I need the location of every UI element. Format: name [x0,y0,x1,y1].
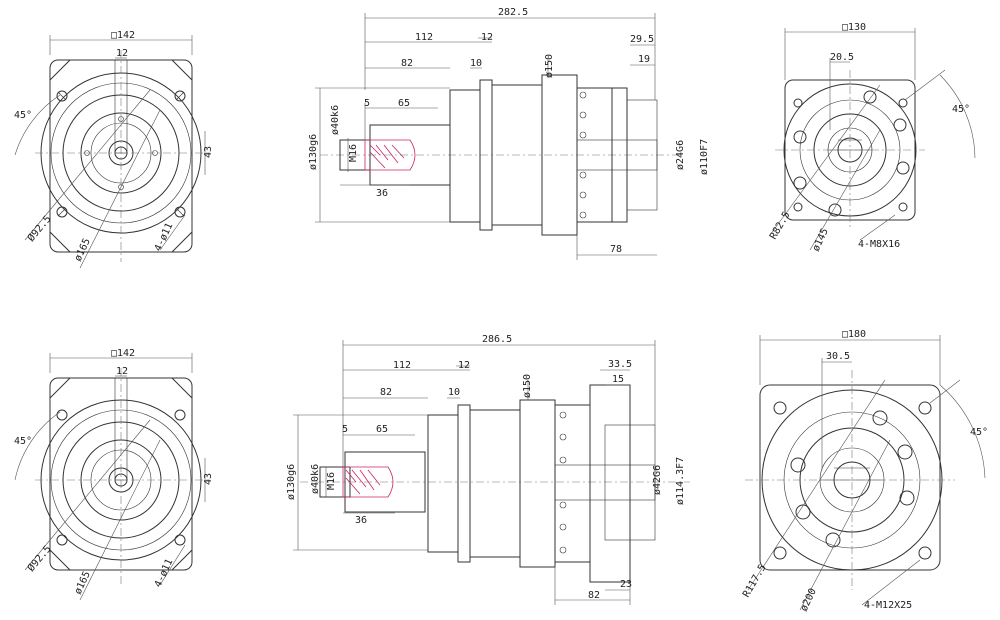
top-side-view: 282.5 112 12 82 10 5 65 36 ø150 ø130g6 ø… [308,7,710,260]
dim-12: 12 [481,32,493,43]
dim-key-width: 12 [116,48,128,59]
mounting-hole [898,202,908,212]
dim-key-width: 30.5 [826,351,850,362]
dim-square: □130 [842,22,866,33]
bottom-right-end-view: □180 30.5 45° R117.5 ø200 4-M12X25 [741,329,988,613]
dim-36: 36 [355,515,367,526]
top-right-end-view: □130 20.5 45° R82.5 ø145 4-M8X16 [768,22,976,253]
dim-spigot: ø130g6 [286,464,297,500]
mounting-hole [56,409,68,421]
dim-pilot: ø110F7 [699,139,710,175]
dim-5: 5 [342,424,348,435]
dim-10: 10 [470,58,482,69]
mounting-hole [56,534,68,546]
dim-key-width: 20.5 [830,52,854,63]
dim-29-5: 29.5 [630,34,654,45]
dim-bore: ø42G6 [652,465,663,495]
dim-112: 112 [415,32,433,43]
mounting-hole [793,98,803,108]
dim-82: 82 [380,387,392,398]
dim-thread: M16 [348,144,359,162]
dim-overall: 286.5 [482,334,512,345]
dim-pcd: R82.5 [768,210,793,242]
dim-19: 19 [638,54,650,65]
dim-holes: 4-M8X16 [858,239,900,250]
dim-overall: 282.5 [498,7,528,18]
mounting-hole [918,401,932,415]
dim-bore: ø24G6 [675,140,686,170]
dim-dia: ø145 [811,227,831,253]
dim-holes: 4-ø11 [153,557,176,589]
dim-5: 5 [364,98,370,109]
mounting-hole [174,90,186,102]
dim-square: □180 [842,329,866,340]
dim-shaft: ø40k6 [310,464,321,494]
dim-33-5: 33.5 [608,359,632,370]
dim-36: 36 [376,188,388,199]
dim-dia: ø200 [799,587,819,613]
mounting-hole [174,534,186,546]
dim-thread: M16 [326,472,337,490]
dim-flange-dia: ø165 [73,570,93,596]
bottom-side-view: 286.5 112 12 82 10 5 65 36 ø150 ø130g6 ø… [286,334,690,605]
dim-key-width: 12 [116,366,128,377]
mounting-hole [56,206,68,218]
mounting-hole [56,90,68,102]
dim-82b: 82 [588,590,600,601]
mounting-hole [898,98,908,108]
mounting-hole [773,546,787,560]
top-left-end-view: □142 12 43 45° Ø92.5 ø165 4-ø11 [14,30,214,269]
dim-10: 10 [448,387,460,398]
dim-shaft: ø40k6 [330,105,341,135]
dim-angle: 45° [14,110,32,121]
dim-15: 15 [612,374,624,385]
dim-angle: 45° [952,104,970,115]
dim-pcd: R117.5 [741,563,769,600]
dim-flange-150: ø150 [544,54,555,78]
dim-112: 112 [393,360,411,371]
dim-spigot: ø130g6 [308,134,319,170]
dim-pcd: Ø92.5 [25,213,54,244]
dim-82: 82 [401,58,413,69]
dim-angle: 45° [14,436,32,447]
dim-holes: 4-M12X25 [864,600,912,611]
dim-78: 78 [610,244,622,255]
dim-square: □142 [111,30,135,41]
dim-holes: 4-ø11 [153,221,176,253]
dim-23: 23 [620,579,632,590]
dim-square: □142 [111,348,135,359]
mounting-hole [918,546,932,560]
dim-12: 12 [458,360,470,371]
dim-pcd: Ø92.5 [25,543,54,574]
mounting-hole [773,401,787,415]
dim-height: 43 [203,146,214,158]
dim-65: 65 [376,424,388,435]
dim-angle: 45° [970,427,988,438]
dim-height: 43 [203,473,214,485]
dim-flange-dia: ø165 [73,237,93,263]
bottom-left-end-view: □142 12 43 45° Ø92.5 ø165 4-ø11 [14,348,214,601]
mounting-hole [793,202,803,212]
mounting-hole [174,206,186,218]
mounting-hole [174,409,186,421]
dim-pilot: ø114.3F7 [675,457,686,505]
dim-65: 65 [398,98,410,109]
dim-flange-150: ø150 [522,374,533,398]
